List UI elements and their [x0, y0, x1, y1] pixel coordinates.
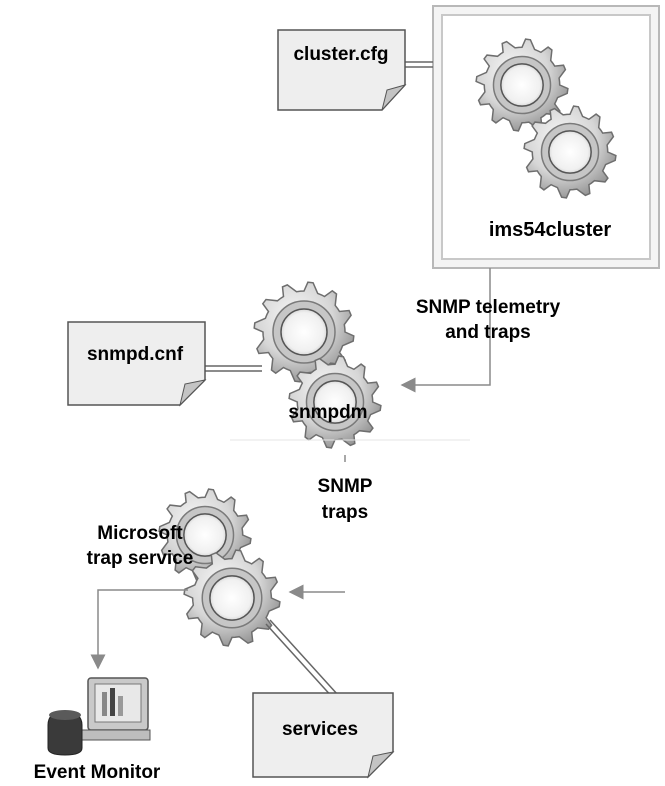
- trap-service-label-line2: trap service: [87, 548, 194, 569]
- gear-icon: [523, 105, 617, 199]
- gear-icon: [158, 488, 252, 582]
- traps-label-line2: traps: [322, 502, 368, 523]
- services-document[interactable]: services: [252, 692, 395, 779]
- telemetry-label-line2: and traps: [445, 322, 531, 343]
- gear-icon: [475, 38, 569, 132]
- ims54cluster-label: ims54cluster: [489, 219, 612, 241]
- telemetry-label-line1: SNMP telemetry: [416, 297, 561, 318]
- trap-service-label-line1: Microsoft: [97, 523, 183, 544]
- cluster-cfg-connector: [405, 61, 433, 68]
- services-label: services: [282, 719, 358, 740]
- telemetry-arrow: [400, 268, 491, 393]
- traps-arrow: [288, 455, 346, 600]
- services-connector: [265, 619, 339, 700]
- snmpd-cnf-connector: [205, 365, 262, 372]
- snmpd-cnf-label: snmpd.cnf: [87, 344, 184, 365]
- gear-icon: [183, 549, 281, 647]
- event-monitor-label: Event Monitor: [34, 762, 161, 783]
- snmpd-cnf-document[interactable]: snmpd.cnf: [67, 321, 207, 407]
- computer-icon: [47, 677, 151, 756]
- gear-icon: [288, 355, 382, 449]
- cluster-cfg-label: cluster.cfg: [293, 44, 388, 65]
- snmpdm-label: snmpdm: [288, 402, 367, 423]
- cluster-cfg-document[interactable]: cluster.cfg: [277, 29, 407, 111]
- event-monitor-arrow: [90, 589, 188, 670]
- gear-icon: [253, 281, 355, 383]
- traps-label-line1: SNMP: [318, 476, 373, 497]
